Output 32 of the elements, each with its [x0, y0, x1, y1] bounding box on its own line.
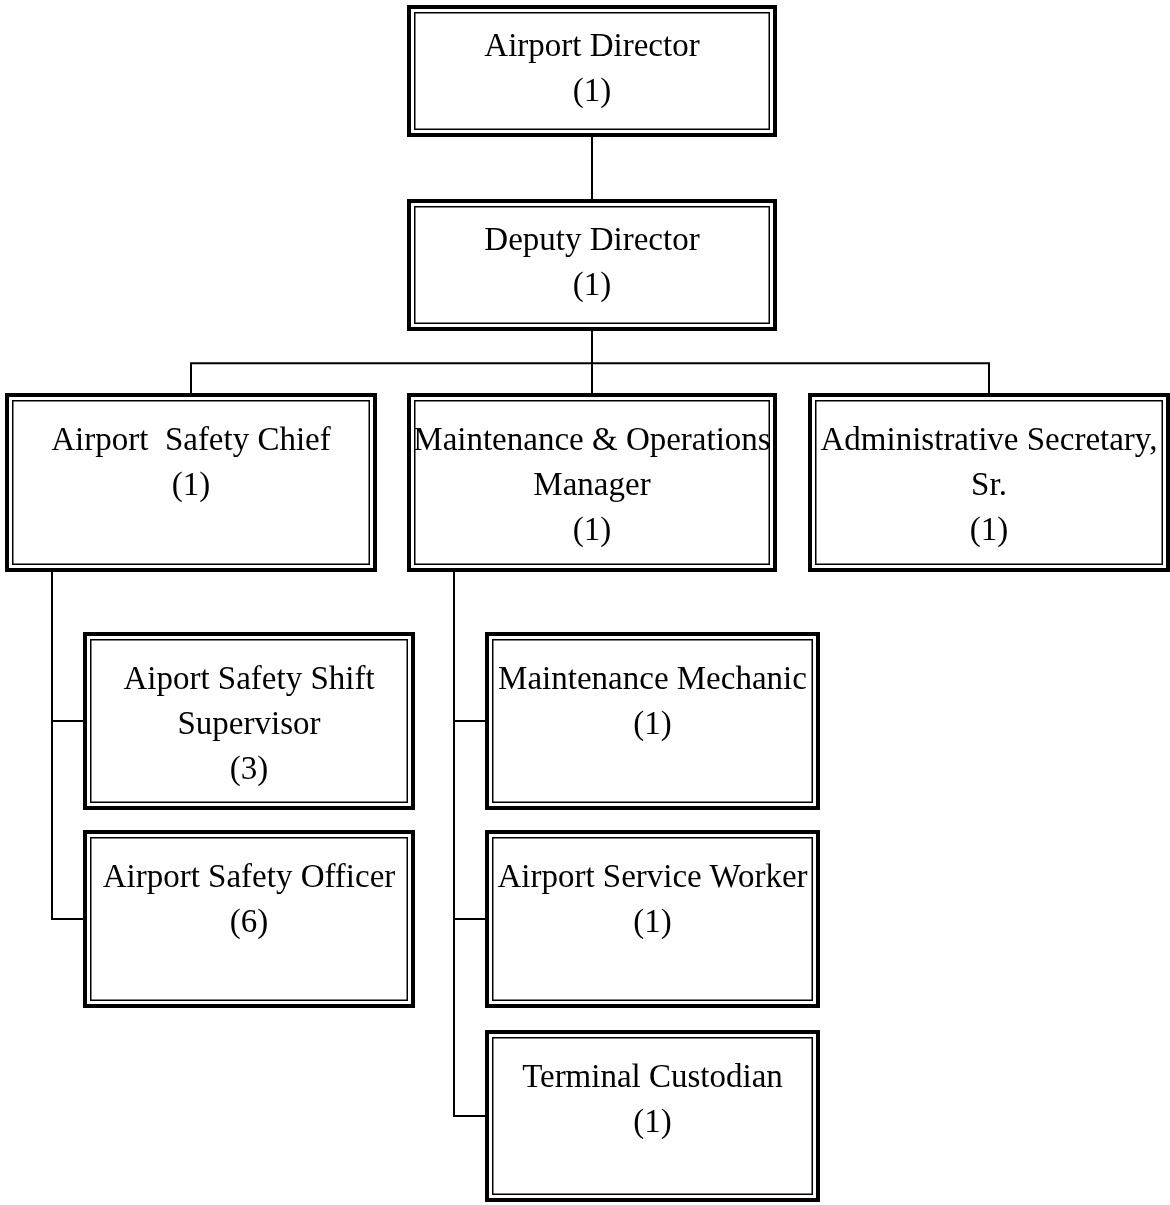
- position-box: [83, 830, 415, 1008]
- position-title: Aiport Safety Shift Supervisor: [122, 659, 376, 743]
- headcount: (1): [572, 71, 612, 110]
- position-title: Airport Director: [484, 26, 700, 65]
- position-box: [485, 1030, 820, 1202]
- connector-line: [591, 136, 593, 200]
- headcount: (6): [229, 902, 269, 941]
- position-box: [485, 830, 820, 1008]
- position-box: [407, 199, 777, 331]
- headcount: (1): [633, 1102, 672, 1141]
- headcount: (1): [572, 265, 612, 304]
- position-title: Maintenance Mechanic: [498, 659, 807, 698]
- position-title: Administrative Secretary, Sr.: [819, 420, 1159, 504]
- position-box: [5, 393, 377, 572]
- position-title: Terminal Custodian: [522, 1057, 783, 1096]
- connector-line: [51, 571, 84, 920]
- headcount: (3): [229, 749, 269, 788]
- position-title: Maintenance & Operations Manager: [412, 420, 772, 504]
- position-title: Airport Safety Chief: [51, 420, 331, 459]
- position-title: Airport Service Worker: [497, 857, 808, 896]
- position-box: [83, 632, 415, 810]
- headcount: (1): [633, 902, 672, 941]
- headcount: (1): [572, 510, 612, 549]
- position-box: [485, 632, 820, 810]
- headcount: (1): [633, 704, 672, 743]
- position-box: [407, 393, 777, 572]
- position-title: Airport Safety Officer: [102, 857, 396, 896]
- position-title: Deputy Director: [484, 220, 700, 259]
- headcount: (1): [171, 465, 211, 504]
- position-box: [808, 393, 1170, 572]
- position-box: [407, 5, 777, 137]
- headcount: (1): [969, 510, 1009, 549]
